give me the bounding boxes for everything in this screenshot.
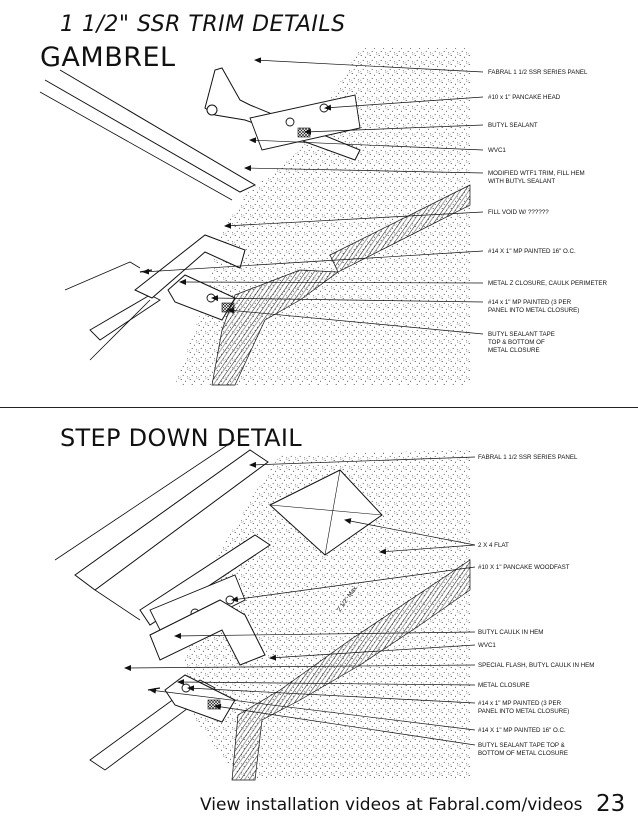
step-down-callout-2: 2 X 4 FLAT: [478, 542, 509, 549]
footer-videos-link[interactable]: View installation videos at Fabral.com/v…: [200, 795, 583, 815]
step-down-callout-5: WVC1: [478, 642, 496, 649]
gambrel-callout-2: #10 x 1" PANCAKE HEAD: [488, 94, 561, 101]
step-down-detail: [54, 439, 471, 781]
step-down-substrate: [185, 450, 470, 780]
gambrel-callout-8: METAL Z CLOSURE, CAULK PERIMETER: [488, 280, 607, 287]
gambrel-leaders: [142, 57, 484, 335]
page-title: 1 1/2" SSR TRIM DETAILS: [60, 12, 346, 37]
gambrel-heading: GAMBREL: [40, 42, 176, 73]
gambrel-callout-3: BUTYL SEALANT: [488, 122, 538, 129]
gambrel-upper-panel: [44, 69, 257, 193]
step-down-callouts: FABRAL 1 1/2 SSR SERIES PANEL 2 X 4 FLAT #…: [478, 454, 594, 757]
gambrel-deck-upper: [329, 184, 471, 273]
step-down-callout-4: BUTYL CAULK IN HEM: [478, 629, 543, 636]
gambrel-callout-4: WVC1: [488, 147, 506, 154]
step-down-callout-10: BUTYL SEALANT TAPE TOP &BOTTOM OF METAL …: [478, 742, 568, 757]
gambrel-trim: [134, 234, 246, 299]
step-down-callout-9: #14 X 1" MP PAINTED 16" O.C.: [478, 727, 566, 734]
step-down-heading: STEP DOWN DETAIL: [60, 424, 302, 452]
step-down-flashing: [149, 599, 266, 666]
gambrel-callout-6: FILL VOID W/ ??????: [488, 209, 549, 216]
step-down-callout-6: SPECIAL FLASH, BUTYL CAULK IN HEM: [478, 662, 594, 669]
gambrel-callout-7: #14 X 1" MP PAINTED 16" O.C.: [488, 248, 576, 255]
step-down-callout-3: #10 X 1" PANCAKE WOODFAST: [478, 564, 570, 571]
step-down-callout-1: FABRAL 1 1/2 SSR SERIES PANEL: [478, 454, 578, 461]
gambrel-callouts: FABRAL 1 1/2 SSR SERIES PANEL #10 x 1" PA…: [488, 69, 607, 354]
gambrel-lower-panel: [89, 294, 161, 341]
page-number: 23: [596, 791, 626, 817]
gambrel-callout-1: FABRAL 1 1/2 SSR SERIES PANEL: [488, 69, 588, 76]
step-down-callout-7: METAL CLOSURE: [478, 682, 530, 689]
step-down-upper-panel: [74, 449, 269, 591]
step-down-leaders: [124, 456, 476, 746]
section-divider: [0, 407, 638, 408]
